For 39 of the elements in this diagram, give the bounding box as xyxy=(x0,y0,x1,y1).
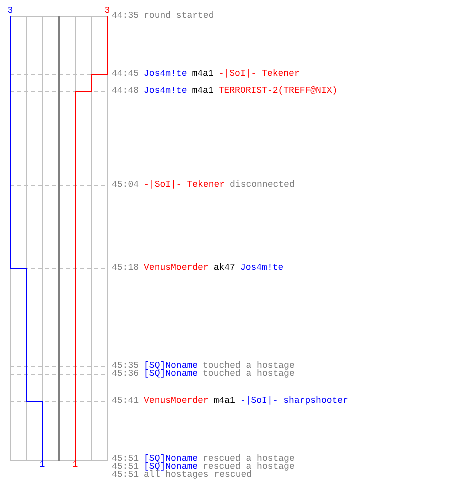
timestamp: 45:35 xyxy=(112,362,140,370)
weapon-name: ak47 xyxy=(214,264,236,272)
timestamp: 45:51 xyxy=(112,471,140,479)
timestamp: 45:18 xyxy=(112,264,140,272)
player-name: Jos4m!te xyxy=(144,87,188,95)
player-name: Jos4m!te xyxy=(240,264,284,272)
player-name: [SQ]Noname xyxy=(144,463,198,471)
weapon-name: m4a1 xyxy=(214,397,236,405)
player-name: Jos4m!te xyxy=(144,70,188,78)
count-label: 1 xyxy=(72,461,78,469)
event-text: round started xyxy=(144,12,214,20)
timestamp: 44:35 xyxy=(112,12,140,20)
player-name: -|SoI|- sharpshooter xyxy=(240,397,348,405)
count-label: 1 xyxy=(40,461,46,469)
player-name: -|SoI|- Tekener xyxy=(144,181,226,189)
event-text: disconnected xyxy=(230,181,295,189)
weapon-name: m4a1 xyxy=(192,70,214,78)
player-name: [SQ]Noname xyxy=(144,455,198,463)
weapon-name: m4a1 xyxy=(192,87,214,95)
player-name: TERRORIST-2(TREFF@NIX) xyxy=(218,87,338,95)
timestamp: 45:51 xyxy=(112,463,140,471)
timestamp: 45:36 xyxy=(112,370,140,378)
event-text: touched a hostage xyxy=(203,370,295,378)
timestamp: 44:48 xyxy=(112,87,140,95)
player-name: [SQ]Noname xyxy=(144,362,198,370)
count-label: 3 xyxy=(104,7,110,15)
event-text: rescued a hostage xyxy=(203,455,295,463)
event-text: touched a hostage xyxy=(203,362,295,370)
event-text: all hostages rescued xyxy=(144,471,252,479)
timestamp: 45:41 xyxy=(112,397,140,405)
player-name: -|SoI|- Tekener xyxy=(218,70,300,78)
event-text: rescued a hostage xyxy=(203,463,295,471)
timestamp: 45:04 xyxy=(112,181,140,189)
count-label: 3 xyxy=(8,7,14,15)
player-name: [SQ]Noname xyxy=(144,370,198,378)
player-name: VenusMoerder xyxy=(144,397,209,405)
player-name: VenusMoerder xyxy=(144,264,209,272)
timestamp: 44:45 xyxy=(112,70,140,78)
timestamp: 45:51 xyxy=(112,455,140,463)
